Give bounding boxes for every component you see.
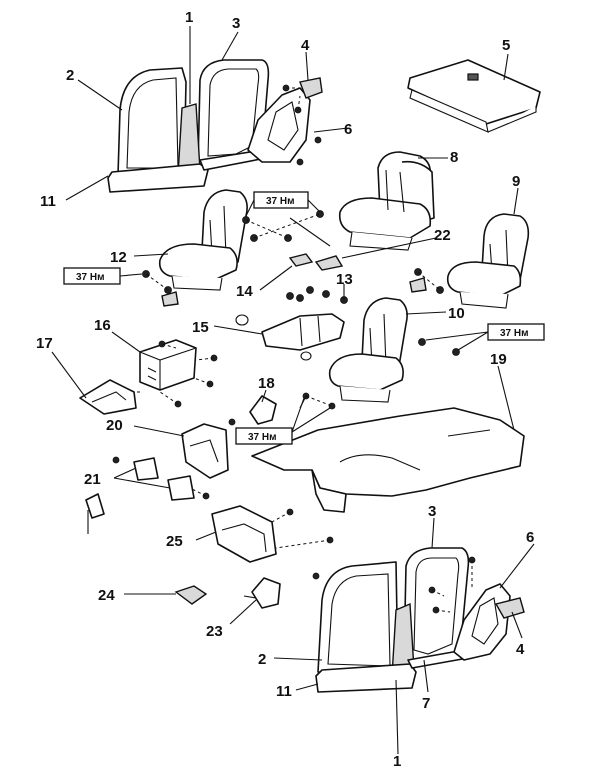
floor-duct — [211, 505, 277, 563]
front-passenger-seat — [328, 297, 408, 403]
torque-text-right-seat: 37 Нм — [500, 328, 529, 339]
callout-18: 18 — [258, 375, 275, 392]
callout-1-bottom: 1 — [393, 753, 401, 768]
callout-2-bottom: 2 — [258, 651, 266, 668]
console-box — [139, 339, 197, 391]
callout-19: 19 — [490, 351, 507, 368]
side-trim-bracket — [79, 379, 137, 415]
torque-label-left-seat: 37 Нм — [63, 267, 143, 285]
torque-text-rear-seat: 37 Нм — [266, 196, 295, 207]
callout-12: 12 — [110, 249, 127, 266]
callout-6-top: 6 — [344, 121, 352, 138]
torque-text-center: 37 Нм — [248, 432, 277, 443]
seat-belt-anchor-bracket — [243, 577, 281, 609]
front-door-weatherstrip-top — [117, 67, 187, 176]
callout-3-bottom: 3 — [428, 503, 436, 520]
callout-14: 14 — [236, 283, 253, 300]
callout-16: 16 — [94, 317, 111, 334]
torque-label-rear-seat: 37 Нм — [245, 191, 321, 217]
front-door-weatherstrip-bottom — [317, 561, 399, 677]
scuff-plate-top — [107, 149, 267, 193]
trim-clip-bottom — [494, 597, 525, 619]
callout-10: 10 — [448, 305, 465, 322]
callout-6-bottom: 6 — [526, 529, 534, 546]
callout-2-top: 2 — [66, 67, 74, 84]
quarter-trim-bottom — [453, 583, 511, 661]
torque-label-right-seat: 37 Нм — [425, 323, 545, 351]
callout-7: 7 — [422, 695, 430, 712]
rear-bench-seat — [338, 151, 435, 251]
callout-1-top: 1 — [185, 9, 193, 26]
callout-22: 22 — [434, 227, 451, 244]
front-right-seat — [446, 213, 530, 309]
callout-23: 23 — [206, 623, 223, 640]
callout-9: 9 — [512, 173, 520, 190]
callout-25: 25 — [166, 533, 183, 550]
callout-11-bottom: 11 — [276, 683, 292, 700]
callout-4-bottom: 4 — [516, 641, 525, 658]
torque-label-center: 37 Нм — [235, 397, 331, 445]
callout-11-top: 11 — [40, 193, 56, 210]
trim-cap — [174, 585, 208, 605]
floor-carpet — [251, 407, 525, 513]
callout-20: 20 — [106, 417, 123, 434]
torque-text-left-seat: 37 Нм — [76, 272, 105, 283]
callout-4-top: 4 — [301, 37, 310, 54]
latch-bracket — [249, 395, 277, 425]
callout-13: 13 — [336, 271, 353, 288]
luggage-cover — [407, 59, 541, 133]
kick-panel-trim — [181, 423, 229, 479]
callout-3-top: 3 — [232, 15, 240, 32]
scuff-plate-bottom — [315, 649, 469, 693]
front-left-seat — [158, 189, 248, 291]
callout-17: 17 — [36, 335, 53, 352]
rear-door-weatherstrip-bottom — [403, 547, 470, 665]
seat-rail-brackets — [161, 253, 427, 307]
callout-15: 15 — [192, 319, 209, 336]
callout-24: 24 — [98, 587, 115, 604]
callout-numbers: 1 3 4 5 2 6 11 8 9 12 22 14 13 16 15 10 … — [36, 9, 534, 768]
center-console — [235, 313, 345, 361]
callout-8: 8 — [450, 149, 458, 166]
trim-clip-top — [282, 77, 323, 166]
leader-lines — [51, 26, 535, 755]
rear-door-weatherstrip-top — [197, 59, 270, 166]
fastener-bolts — [112, 210, 476, 614]
callout-21: 21 — [84, 471, 101, 488]
small-brackets — [85, 457, 195, 534]
callout-5: 5 — [502, 37, 510, 54]
quarter-trim-top — [247, 87, 311, 163]
